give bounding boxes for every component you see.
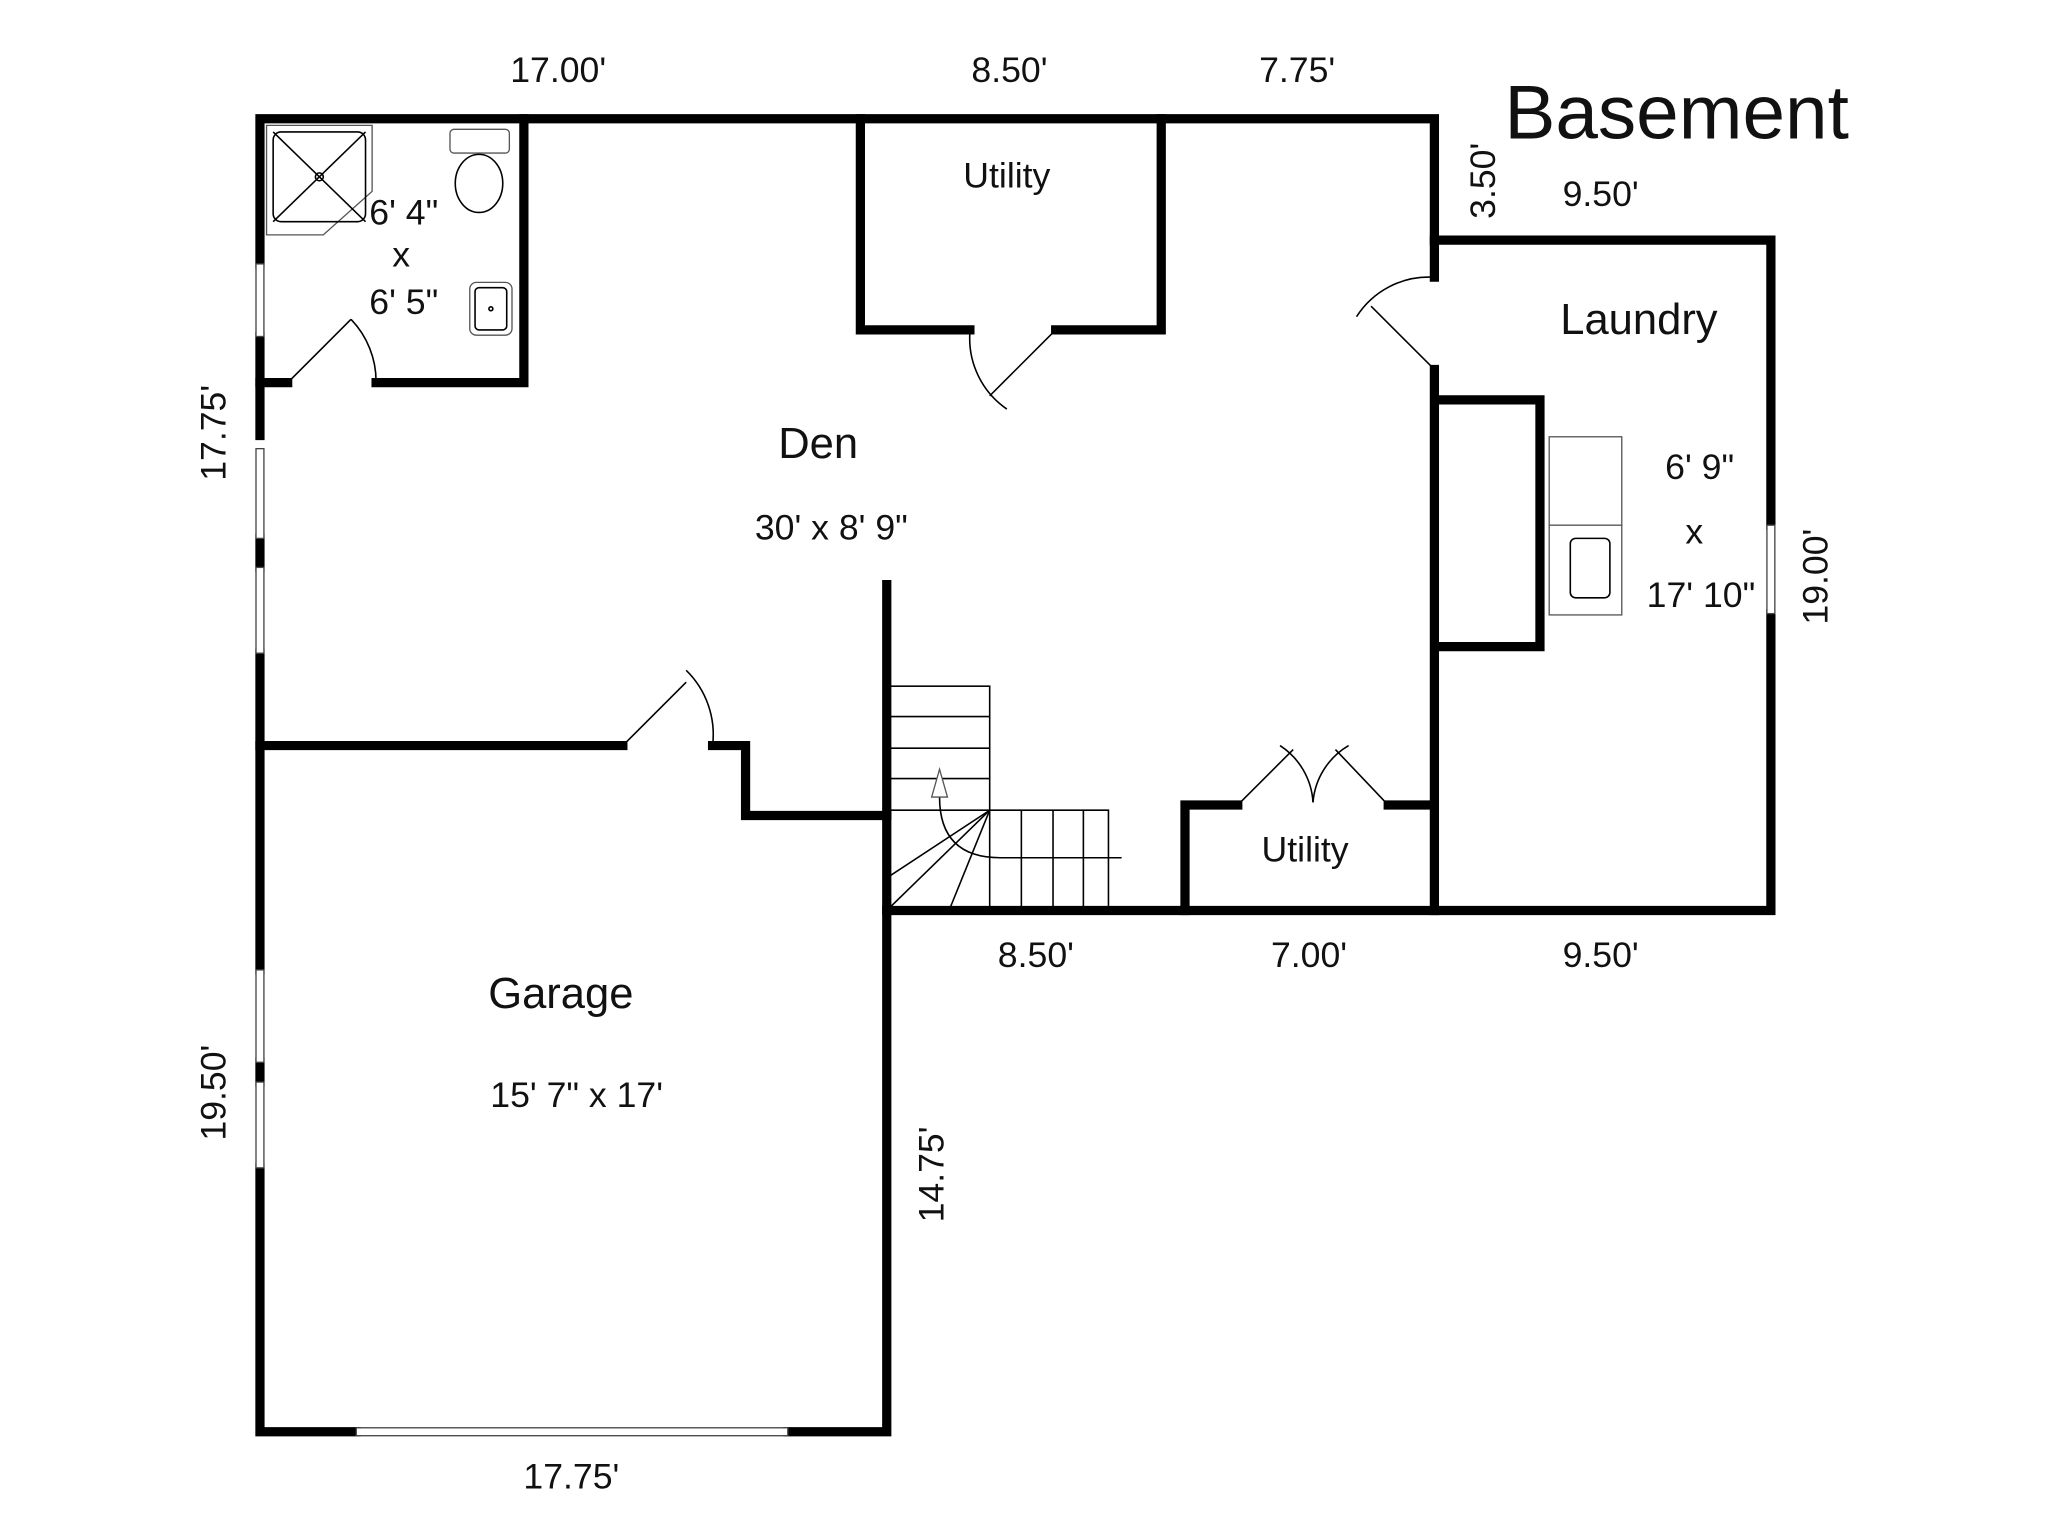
svg-text:17.00': 17.00' bbox=[510, 50, 606, 90]
windows bbox=[255, 263, 1776, 1437]
svg-text:3.50': 3.50' bbox=[1463, 143, 1503, 219]
svg-text:17' 10": 17' 10" bbox=[1647, 575, 1756, 615]
garage-door bbox=[355, 1427, 789, 1437]
svg-text:6' 4": 6' 4" bbox=[369, 192, 438, 232]
svg-text:7.75': 7.75' bbox=[1259, 50, 1335, 90]
toilet-icon bbox=[449, 128, 511, 214]
svg-text:Laundry: Laundry bbox=[1560, 296, 1718, 344]
dimension-labels: 17.00' 8.50' 7.75' 3.50' 9.50' 17.75' 19… bbox=[194, 50, 1836, 1497]
svg-text:8.50': 8.50' bbox=[971, 50, 1047, 90]
walls bbox=[255, 114, 1776, 1437]
sink-icon bbox=[469, 281, 513, 336]
svg-text:x: x bbox=[1685, 512, 1703, 552]
svg-text:17.75': 17.75' bbox=[194, 385, 234, 481]
svg-text:9.50': 9.50' bbox=[1563, 935, 1639, 975]
svg-text:x: x bbox=[392, 235, 410, 275]
svg-text:7.00': 7.00' bbox=[1271, 935, 1347, 975]
svg-text:17.75': 17.75' bbox=[523, 1456, 619, 1496]
svg-text:Garage: Garage bbox=[488, 970, 633, 1018]
stairs-icon bbox=[888, 685, 1122, 912]
svg-text:6' 5": 6' 5" bbox=[369, 282, 438, 322]
svg-text:15' 7" x 17': 15' 7" x 17' bbox=[490, 1075, 663, 1115]
svg-text:19.50': 19.50' bbox=[194, 1045, 234, 1141]
svg-text:8.50': 8.50' bbox=[998, 935, 1074, 975]
washer-dryer-icon bbox=[1548, 436, 1623, 616]
svg-text:Utility: Utility bbox=[1262, 830, 1349, 870]
svg-text:14.75': 14.75' bbox=[912, 1126, 952, 1222]
svg-text:9.50': 9.50' bbox=[1563, 174, 1639, 214]
svg-text:Utility: Utility bbox=[963, 155, 1050, 195]
shower-icon bbox=[265, 124, 373, 236]
svg-text:30' x 8' 9": 30' x 8' 9" bbox=[755, 508, 908, 548]
svg-text:6' 9": 6' 9" bbox=[1665, 447, 1734, 487]
plan-title: Basement bbox=[1504, 71, 1849, 156]
doors bbox=[287, 276, 1433, 803]
room-labels: 6' 4" x 6' 5" Utility Den 30' x 8' 9" La… bbox=[369, 155, 1755, 1115]
svg-text:19.00': 19.00' bbox=[1796, 529, 1836, 625]
svg-text:Den: Den bbox=[778, 420, 858, 468]
